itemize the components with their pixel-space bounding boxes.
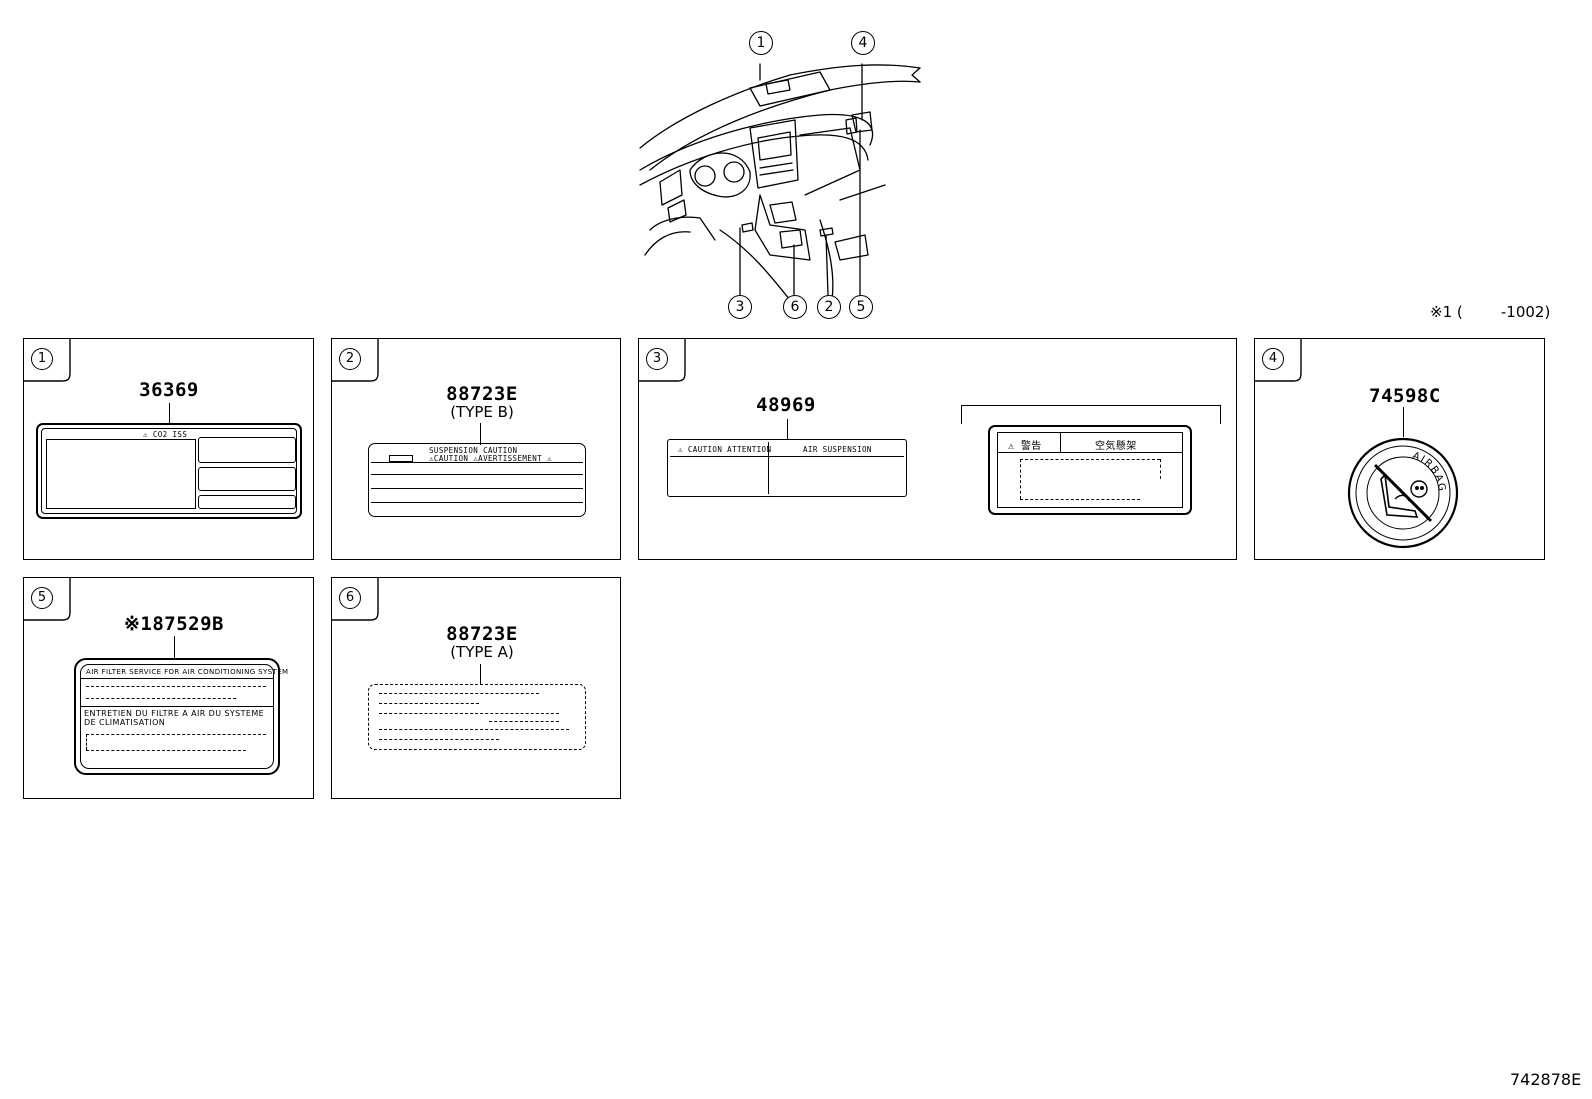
label-36369: ⚠ CO2 ISS [36,423,302,519]
label-left-box [46,439,196,509]
label-suspension-jp: 空気懸架 [1095,441,1137,452]
type-label: (TYPE B) [450,403,514,421]
label-row-2 [371,474,583,475]
leader-line [480,664,481,684]
part-number: 36369 [139,379,199,401]
variant-bracket [961,405,1221,424]
model-range-note: ※1 ( -1002) [1430,303,1551,321]
label-caution-text: ⚠ CAUTION ATTENTION [678,445,772,454]
panel-2: 2 88723E (TYPE B) SUSPENSION CAUTION ⚠CA… [331,338,621,560]
leader-line [169,403,170,423]
part-number: 48969 [756,394,816,416]
label-88723e-type-a [368,684,586,750]
part-number: 88723E [446,383,518,405]
label-text-line [1020,459,1160,460]
leader-line [174,636,175,658]
overview-callout-3: 3 [728,295,752,319]
dashboard-overview-illustration: 1 4 3 6 2 5 [620,20,940,320]
label-text-line [379,729,569,730]
leader-line [1403,407,1404,437]
panel-tab [639,339,686,382]
label-48969-japanese: ⚠ 警告 空気懸架 [988,425,1192,515]
label-text-block [1160,459,1161,479]
label-title-fr-2: DE CLIMATISATION [84,718,166,727]
panel-3: 3 48969 ⚠ CAUTION ATTENTION AIR SUSPENSI… [638,338,1237,560]
overview-callout-5: 5 [849,295,873,319]
label-inner-border [80,664,274,769]
part-number: ※187529B [124,613,224,635]
leader-line [480,423,481,445]
label-text-line [86,686,266,687]
label-text-block [1020,459,1021,499]
label-row-3 [371,488,583,489]
label-right-box-1 [198,437,296,463]
figure-id: 742878E [1510,1070,1582,1089]
label-divider-v [768,442,769,494]
label-chip [389,455,413,462]
panel-number: 3 [646,348,668,370]
label-87529b: AIR FILTER SERVICE FOR AIR CONDITIONING … [74,658,288,775]
panel-4: 4 74598C AIRBAG [1254,338,1545,560]
airbag-off-sticker: AIRBAG [1345,435,1461,551]
label-text-line [379,739,499,740]
overview-callout-2: 2 [817,295,841,319]
panel-5: 5 ※187529B AIR FILTER SERVICE FOR AIR CO… [23,577,314,799]
label-48969-english: ⚠ CAUTION ATTENTION AIR SUSPENSION [667,439,907,497]
label-divider [81,678,273,679]
label-suspension-text: AIR SUSPENSION [803,445,872,454]
label-header-text: SUSPENSION CAUTION [429,446,518,455]
overview-callout-4: 4 [851,31,875,55]
label-divider-h [670,456,904,457]
panel-number: 5 [31,587,53,609]
label-text-line [379,713,559,714]
airbag-warning-icon: AIRBAG [1347,437,1459,549]
label-text-line [86,734,266,735]
label-text-line [86,750,246,751]
label-header-text: ⚠ CO2 ISS [143,430,188,439]
label-divider [81,706,273,707]
label-row-4 [371,502,583,503]
overview-callout-1: 1 [749,31,773,55]
label-title-fr-1: ENTRETIEN DU FILTRE A AIR DU SYSTEME [84,709,265,718]
panel-number: 6 [339,587,361,609]
panel-tab [24,578,71,621]
label-header-row [997,432,1183,453]
label-right-box-2 [198,467,296,491]
label-inner-box [997,432,1183,508]
label-text-line [379,693,539,694]
label-right-box-3 [198,495,296,509]
panel-tab [1255,339,1302,382]
label-inner-border [41,428,297,514]
panel-number: 1 [31,348,53,370]
label-text-line [86,698,236,699]
label-88723e-type-b: SUSPENSION CAUTION ⚠CAUTION ⚠AVERTISSEME… [368,443,586,517]
label-text-line [379,703,479,704]
panel-6: 6 88723E (TYPE A) [331,577,621,799]
label-text-line [489,721,559,722]
part-number: 88723E [446,623,518,645]
panel-number: 4 [1262,348,1284,370]
part-number: 74598C [1369,385,1441,407]
panel-tab [332,578,379,621]
panel-number: 2 [339,348,361,370]
panel-tab [332,339,379,382]
label-row-text: ⚠CAUTION ⚠AVERTISSEMENT ⚠ [429,454,552,463]
label-text-line [1020,499,1140,500]
type-label: (TYPE A) [450,643,514,661]
dashboard-line-drawing [639,63,921,301]
label-warning-jp: ⚠ 警告 [1008,441,1042,452]
overview-callout-6: 6 [783,295,807,319]
label-row-1 [371,462,583,463]
label-header-divider [1060,432,1061,452]
label-text-block [86,734,87,750]
panel-tab [24,339,71,382]
leader-line [787,419,788,439]
panel-1: 1 36369 ⚠ CO2 ISS [23,338,314,560]
label-title-en: AIR FILTER SERVICE FOR AIR CONDITIONING … [86,668,289,676]
